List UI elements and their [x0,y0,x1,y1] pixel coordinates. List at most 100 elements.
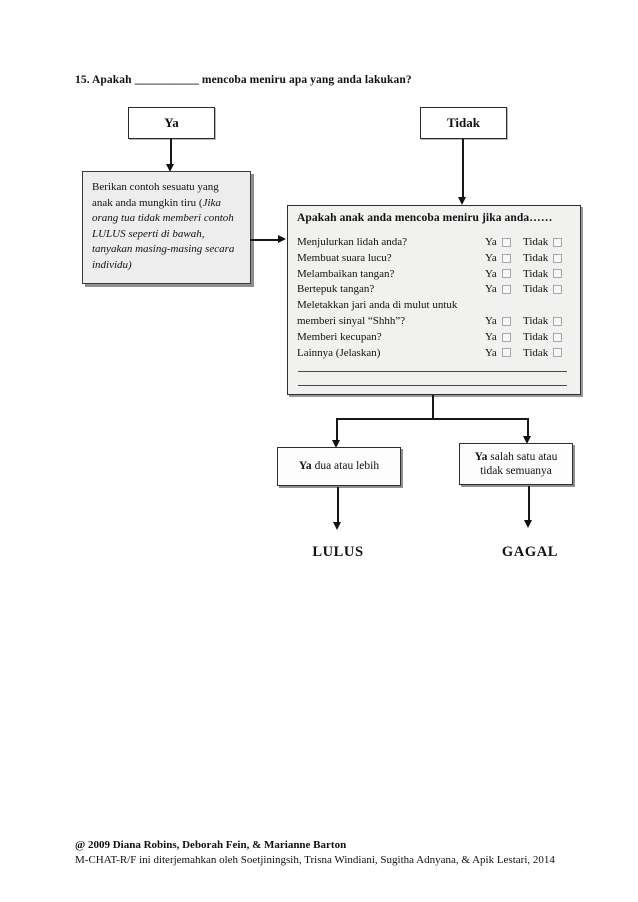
result-fail-label: GAGAL [501,544,559,560]
arrow-down-icon [524,520,532,528]
no-option-label: Tidak [523,283,549,296]
no-option: Tidak [523,346,571,362]
no-option-label: Tidak [523,346,549,359]
question-title: 15. Apakah ___________ mencoba meniru ap… [75,74,412,86]
checklist-row: Memberi kecupan? Ya Tidak [297,330,571,346]
arrow-down-icon [458,197,466,205]
arrow-down-icon [166,164,174,172]
yes-option-label: Ya [485,330,497,343]
checklist-options: Ya Tidak [485,346,571,362]
checklist-row: Melambaikan tangan? Ya Tidak [297,267,571,283]
yes-option: Ya [485,282,523,298]
no-option-label: Tidak [523,251,549,264]
copyright-line: @ 2009 Diana Robins, Deborah Fein, & Mar… [75,839,347,851]
no-option: Tidak [523,314,571,330]
yes-option-label: Ya [485,346,497,359]
connector-line [527,418,529,437]
outcome-one-or-none-box: Ya salah satu atau tidak semuanya [459,443,573,485]
no-option: Tidak [523,330,571,346]
connector-line [432,395,434,419]
no-option: Tidak [523,267,571,283]
no-option-label: Tidak [523,236,549,248]
yes-checkbox[interactable] [501,269,511,279]
outcome-two-or-more-label: Ya dua atau lebih [299,459,379,474]
no-checkbox[interactable] [553,253,563,263]
yes-checkbox[interactable] [501,332,511,342]
yes-option: Ya [485,314,523,330]
connector-line [250,239,280,241]
write-in-line[interactable] [298,385,567,387]
outcome-left-bold: Ya [298,460,312,473]
write-in-line[interactable] [298,371,567,373]
checklist-options: Ya Tidak [485,235,571,251]
yes-box-label: Ya [164,115,179,130]
no-checkbox[interactable] [553,316,563,326]
yes-option-label: Ya [485,236,497,248]
result-pass-label: LULUS [312,544,364,560]
checklist-item-label: Meletakkan jari anda di mulut untuk memb… [297,299,458,327]
checklist-row: Lainnya (Jelaskan) Ya Tidak [297,346,571,362]
question-box-header: Apakah anak anda mencoba meniru jika and… [297,212,553,224]
yes-box: Ya [128,107,215,139]
checklist-item-label: Lainnya (Jelaskan) [297,346,381,359]
checklist-options: Ya Tidak [485,267,571,283]
imitation-question-box: Apakah anak anda mencoba meniru jika and… [287,205,581,395]
arrow-down-icon [332,440,340,448]
checklist-row: Bertepuk tangan? Ya Tidak [297,282,571,298]
checklist-options: Ya Tidak [485,314,571,330]
yes-checkbox[interactable] [501,285,511,295]
checklist-item-label: Membuat suara lucu? [297,251,392,264]
arrow-down-icon [333,522,341,530]
yes-option-label: Ya [485,314,497,327]
no-option: Tidak [523,282,571,298]
no-option-label: Tidak [523,330,549,343]
checklist-options: Ya Tidak [485,251,571,267]
page-footer: @ 2009 Diana Robins, Deborah Fein, & Mar… [75,838,575,867]
yes-checkbox[interactable] [501,237,511,247]
outcome-left-rest: dua atau lebih [311,460,380,473]
connector-line [170,139,172,165]
yes-checkbox[interactable] [501,253,511,263]
connector-line [336,418,338,441]
no-option: Tidak [523,235,571,251]
no-checkbox[interactable] [553,269,563,279]
checklist-row: Membuat suara lucu? Ya Tidak [297,251,571,267]
example-instruction-box: Berikan contoh sesuatu yang anak anda mu… [82,171,251,284]
connector-line [336,418,528,420]
no-checkbox[interactable] [553,237,563,247]
yes-option: Ya [485,251,523,267]
translation-credit-line: M-CHAT-R/F ini diterjemahkan oleh Soetji… [75,853,555,866]
checklist-options: Ya Tidak [485,330,571,346]
yes-option: Ya [485,267,523,283]
yes-option-label: Ya [485,267,497,280]
connector-line [528,486,530,521]
no-checkbox[interactable] [553,285,563,295]
no-box: Tidak [420,107,507,139]
checklist-item-label: Menjulurkan lidah anda? [297,236,407,248]
checklist-row: Menjulurkan lidah anda? Ya Tidak [297,235,571,251]
outcome-right-rest: salah satu atau tidak semuanya [480,450,558,478]
yes-option-label: Ya [485,251,497,264]
outcome-two-or-more-box: Ya dua atau lebih [277,447,401,486]
outcome-right-bold: Ya [474,450,488,463]
no-box-label: Tidak [446,115,480,130]
connector-line [462,139,464,198]
arrow-right-icon [278,235,286,243]
no-checkbox[interactable] [553,348,563,358]
example-instruction-normal: Berikan contoh sesuatu yang anak anda mu… [92,181,219,209]
checklist-item-label: Melambaikan tangan? [297,267,395,280]
no-checkbox[interactable] [553,332,563,342]
yes-checkbox[interactable] [501,348,511,358]
no-option-label: Tidak [523,267,549,280]
yes-option: Ya [485,235,523,251]
checklist-row: Meletakkan jari anda di mulut untuk memb… [297,298,571,330]
yes-option: Ya [485,330,523,346]
yes-option: Ya [485,346,523,362]
arrow-down-icon [523,436,531,444]
outcome-one-or-none-label: Ya salah satu atau tidak semuanya [464,450,568,479]
example-instruction-italic: Jika orang tua tidak memberi contoh LULU… [92,196,235,271]
checklist-item-label: Memberi kecupan? [297,330,382,343]
yes-checkbox[interactable] [501,316,511,326]
yes-option-label: Ya [485,283,497,296]
